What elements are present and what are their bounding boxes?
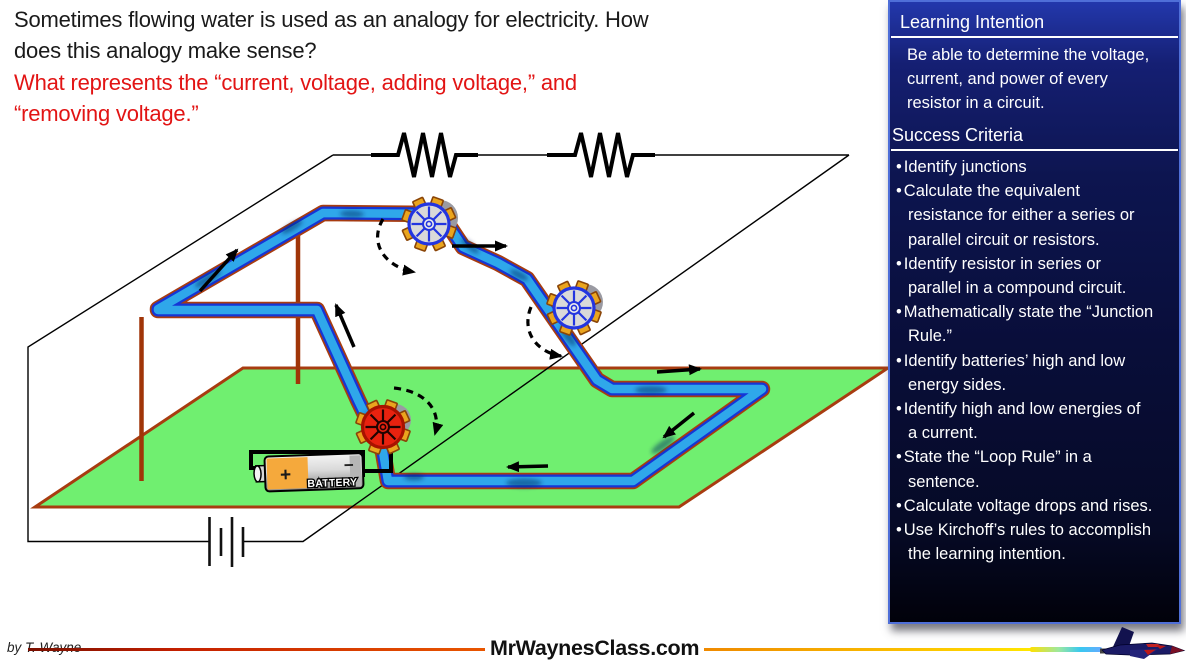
website-name: MrWaynesClass.com — [485, 636, 705, 661]
jet-icon — [1030, 627, 1186, 659]
battery-symbol — [208, 517, 245, 567]
bullet-icon: • — [896, 182, 902, 201]
question-line2: “removing voltage.” — [14, 101, 199, 126]
rotation-arrow-pump — [393, 386, 444, 436]
rotation-arrows — [376, 218, 563, 436]
water-wheel-1 — [400, 195, 458, 253]
question-line1: What represents the “current, voltage, a… — [14, 70, 577, 95]
flow-arrow-left-return — [506, 461, 549, 473]
divider — [891, 36, 1178, 38]
battery-image: + − BATTERY — [253, 452, 365, 493]
jet-contrail — [1030, 647, 1102, 652]
battery-wire-right — [362, 449, 393, 473]
rotation-arrow-wheel-2 — [526, 306, 563, 360]
flow-arrow-up-ramp — [198, 248, 239, 293]
resistor-symbol-2 — [547, 132, 655, 178]
success-criteria-list: •Identify junctions •Calculate the equiva… — [890, 155, 1154, 566]
bullet-icon: • — [896, 400, 902, 419]
success-criteria-title: Success Criteria — [892, 125, 1024, 145]
pump-wheel — [354, 398, 412, 456]
bullet-icon: • — [896, 521, 902, 540]
success-criteria-item: •Identify batteries’ high and low energy… — [896, 351, 1126, 394]
bullet-icon: • — [896, 254, 902, 273]
battery-minus-label: − — [343, 455, 354, 474]
battery-text-label: BATTERY — [307, 476, 357, 490]
flow-arrow-down-platform — [662, 411, 696, 439]
slide-title-line2: does this analogy make sense? — [14, 38, 317, 63]
bullet-icon: • — [896, 496, 902, 515]
success-criteria-item: •Identify junctions — [896, 158, 1027, 176]
success-criteria-item: •Mathematically state the “Junction Rule… — [896, 303, 1154, 346]
bullet-icon: • — [896, 303, 902, 322]
learning-intention-body: Be able to determine the voltage, curren… — [907, 46, 1150, 112]
success-criteria-item: •State the “Loop Rule” in a sentence. — [896, 448, 1092, 491]
green-platform — [30, 366, 888, 509]
success-criteria-item: •Use Kirchoff’s rules to accomplish the … — [896, 521, 1152, 564]
bullet-icon: • — [896, 158, 902, 176]
success-criteria-item: •Identify resistor in series or parallel… — [896, 254, 1127, 298]
rotation-arrow-wheel-1 — [376, 218, 416, 276]
author-credit: by T. Wayne — [7, 640, 81, 655]
success-criteria-item: •Calculate voltage drops and rises. — [896, 496, 1153, 515]
flow-arrow-pump-rise — [334, 303, 356, 348]
resistor-symbol-1 — [371, 132, 478, 178]
flow-arrows — [198, 240, 702, 473]
success-criteria-item: •Identify high and low energies of a cur… — [896, 400, 1141, 443]
bullet-icon: • — [896, 351, 902, 370]
water-wheel-2 — [545, 279, 603, 337]
bullet-icon: • — [896, 448, 902, 467]
slide-title-line1: Sometimes flowing water is used as an an… — [14, 7, 649, 32]
water-circuit-analogy-diagram: + − BATTERY — [27, 132, 888, 567]
success-criteria-item: •Calculate the equivalent resistance for… — [896, 182, 1135, 249]
learning-intention-title: Learning Intention — [900, 12, 1045, 32]
battery-plus-label: + — [280, 465, 292, 486]
learning-panel: Learning Intention Be able to determine … — [888, 0, 1181, 624]
flow-arrow-right-platform — [656, 364, 702, 376]
divider — [891, 149, 1178, 151]
circuit-outline — [27, 154, 850, 543]
